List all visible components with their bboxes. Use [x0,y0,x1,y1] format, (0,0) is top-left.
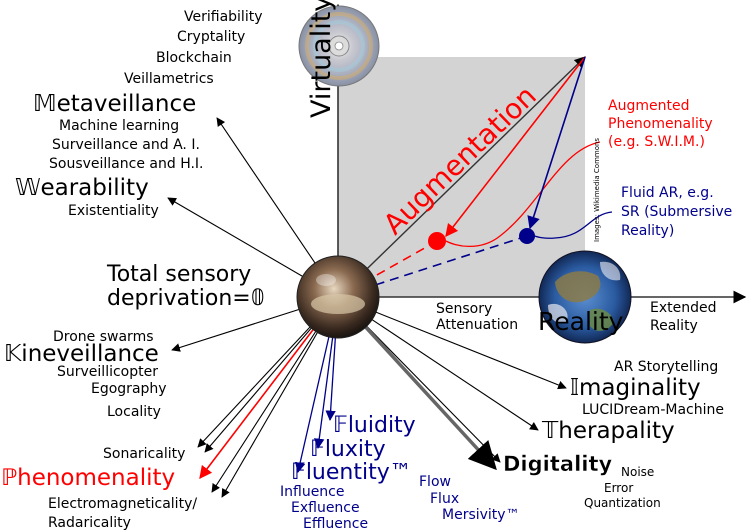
image-credit: Images: Wikimedia Commons [593,138,601,242]
fluxity-label: 𝔽luxity [310,437,386,462]
egography-label: Egography [91,381,167,397]
total-sensory-deprivation-line1: Total sensory [106,262,251,287]
augmented-phenomenality-label-line2: Phenomenality [608,116,713,132]
virtuality-axis-label: Virtuality [306,0,337,118]
cd-disc-icon [298,5,380,87]
phenomenality-label: ℙhenomenality [1,465,175,491]
fluid-ar-label-line2: SR (Submersive [621,204,732,220]
extended-reality-label-line1: Extended [650,300,717,316]
noise-label: Noise [621,465,654,479]
electromagneticality-label: Electromagneticality/ [48,496,197,512]
mersivity-label: Mersivity™ [442,507,520,523]
blue-fluid-line [527,56,586,230]
blockchain-label: Blockchain [156,50,232,66]
flux-label: Flux [430,491,459,507]
blue-marker [519,228,535,244]
drone-swarms-label: Drone swarms [53,329,154,345]
surveillance-ai-label: Surveillance and A. I. [52,137,200,153]
extended-reality-label-line2: Reality [650,318,698,334]
quantization-label: Quantization [584,496,661,510]
total-sensory-deprivation-line2: deprivation=𝟘 [107,286,265,311]
augmented-phenomenality-label-line3: (e.g. S.W.I.M.) [608,134,705,150]
digitality-label: Digitality [503,452,613,476]
veillametrics-label: Veillametrics [124,71,214,87]
effluence-label: Effluence [303,516,368,532]
existentiality-label: Existentiality [68,203,159,219]
red-marker [428,232,446,250]
fluidity-label: 𝔽luidity [333,413,416,438]
fluid-ar-label-line3: Reality) [621,223,674,239]
cryptality-label: Cryptality [177,29,245,45]
therapality-label: 𝕋herapality [541,418,675,444]
error-label: Error [604,481,633,495]
sensory-attenuation-line2: Attenuation [436,317,518,333]
augmented-phenomenality-leader [445,141,601,248]
influence-label: Influence [280,484,345,500]
imaginality-label: 𝕀maginality [570,375,701,401]
exfluence-label: Exfluence [291,500,360,516]
augmentation-arrow [337,56,586,298]
reality-label: Reality [538,307,624,336]
wearability-label: 𝕎earability [15,175,149,201]
sensory-attenuation-line1: Sensory [436,301,492,317]
fluid-ar-label-line1: Fluid AR, e.g. [621,185,714,201]
kineveillance-label: 𝕂ineveillance [4,341,159,367]
locality-label: Locality [107,404,161,420]
sonaricality-label: Sonaricality [103,446,185,462]
ar-storytelling-label: AR Storytelling [614,359,718,375]
flow-label: Flow [419,474,451,490]
deprivation-sphere-icon [296,255,380,339]
fluentity-label: 𝔽luentity™ [291,460,412,485]
lucidream-machine-label: LUCIDream-Machine [582,402,724,418]
metaveillance-label: 𝕄etaveillance [33,91,196,117]
fluid-ar-leader [534,211,613,239]
red-phenomenality-line [445,56,586,238]
surveillicopter-label: Surveillicopter [57,364,158,380]
earth-globe-icon [538,250,632,344]
verifiability-label: Verifiability [184,9,262,25]
augmented-phenomenality-label-line1: Augmented [608,98,689,114]
radaricality-label: Radaricality [48,515,131,531]
machine-learning-label: Machine learning [59,118,179,134]
sousveillance-hi-label: Sousveillance and H.I. [49,156,204,172]
